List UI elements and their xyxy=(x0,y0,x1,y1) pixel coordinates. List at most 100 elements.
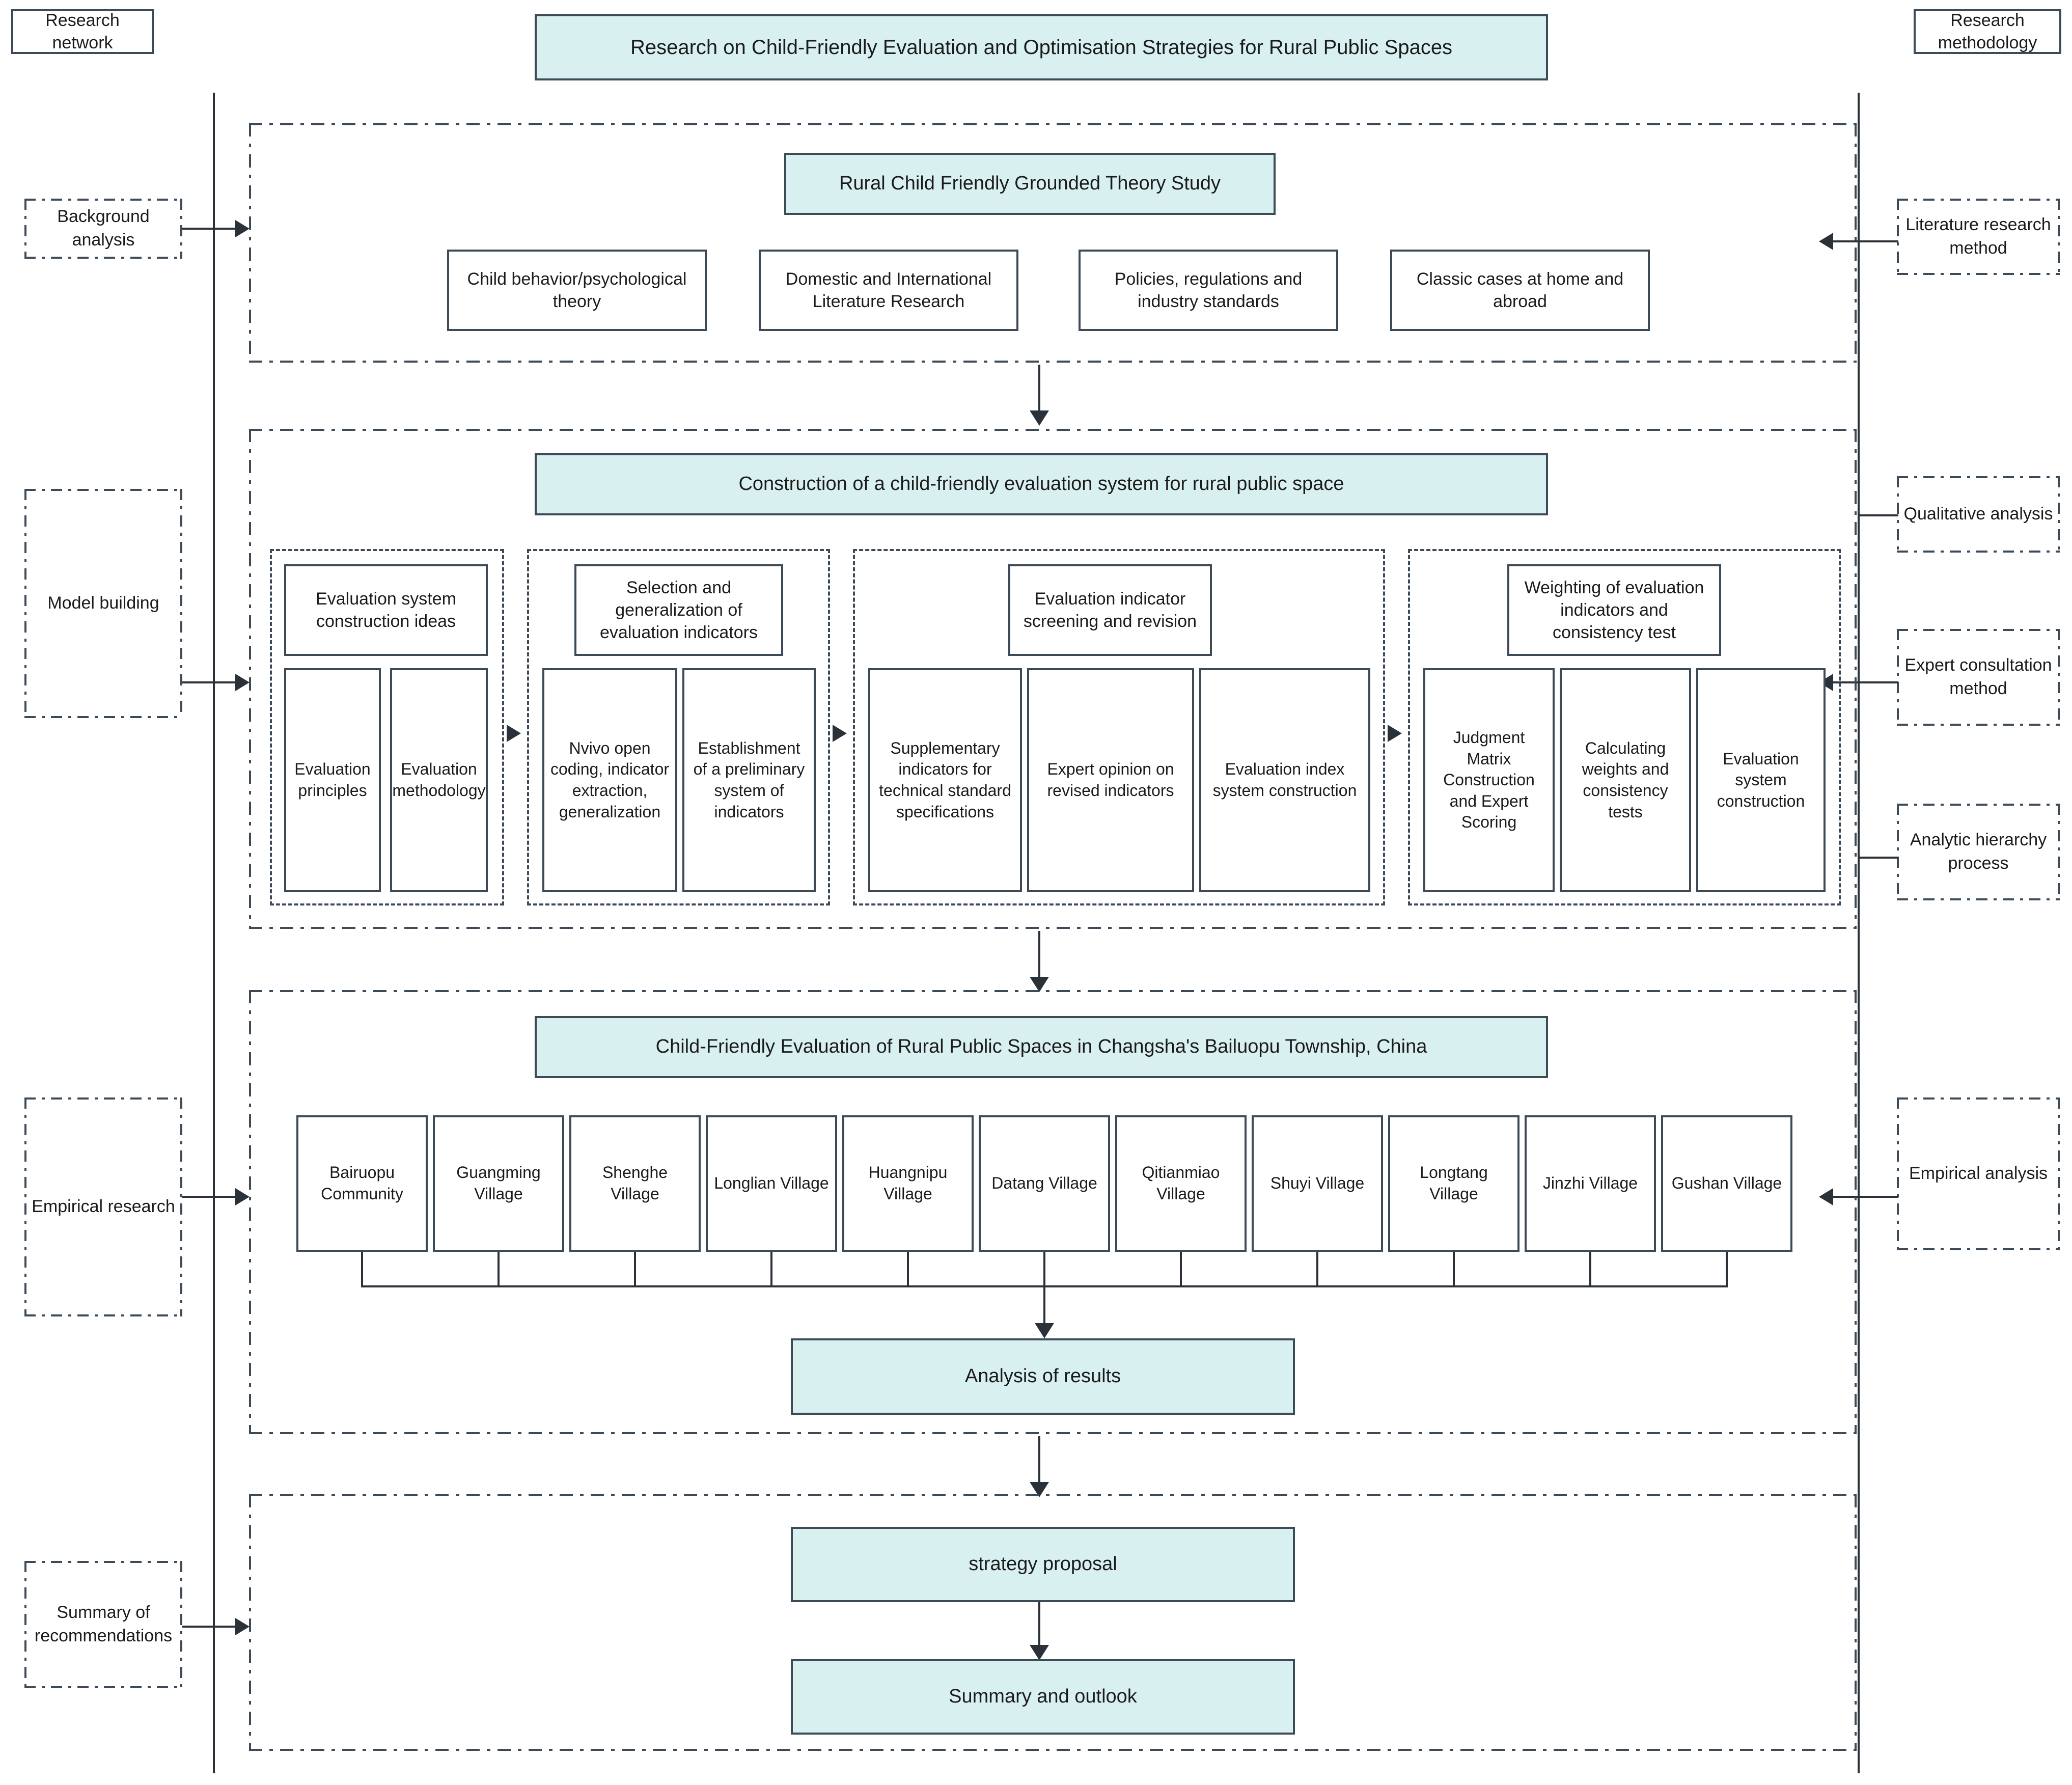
left-rail-item-summary-of-recommendations[interactable]: Summary of recommendations xyxy=(24,1561,182,1688)
node-child-behavior-theory[interactable]: Child behavior/psychological theory xyxy=(447,250,707,331)
site-stem xyxy=(1453,1252,1455,1287)
flow-line-4 xyxy=(1038,1602,1040,1653)
node-evaluation-system-construction[interactable]: Evaluation system construction xyxy=(1696,668,1826,892)
right-rail-item-literature-research-method[interactable]: Literature research method xyxy=(1897,199,2060,275)
site-box-guangming-village[interactable]: Guangming Village xyxy=(433,1115,564,1252)
site-box-jinzhi-village[interactable]: Jinzhi Village xyxy=(1525,1115,1656,1252)
left-rail-header: Research network xyxy=(11,9,154,54)
connector-left-2 xyxy=(182,681,238,683)
site-box-datang-village[interactable]: Datang Village xyxy=(979,1115,1110,1252)
site-box-qitianmiao-village[interactable]: Qitianmiao Village xyxy=(1115,1115,1247,1252)
node-calculating-weights[interactable]: Calculating weights and consistency test… xyxy=(1560,668,1691,892)
connector-left-1 xyxy=(182,228,238,230)
group-title-label: Evaluation system construction ideas xyxy=(316,589,456,631)
node-label: Judgment Matrix Construction and Expert … xyxy=(1443,728,1535,832)
right-rail-item-qualitative-analysis[interactable]: Qualitative analysis xyxy=(1897,476,2060,553)
right-rail-item-label: Empirical analysis xyxy=(1909,1164,2048,1184)
node-analysis-of-results[interactable]: Analysis of results xyxy=(791,1338,1295,1415)
site-stem xyxy=(1180,1252,1182,1287)
flow-line-3 xyxy=(1038,1436,1040,1487)
site-stem xyxy=(361,1252,363,1287)
left-rail-item-empirical-research[interactable]: Empirical research xyxy=(24,1097,182,1316)
group-evaluation-system-ideas xyxy=(270,549,504,905)
connector-right-5 xyxy=(1833,1196,1898,1198)
right-rail-item-expert-consultation-method[interactable]: Expert consultation method xyxy=(1897,629,2060,726)
node-label: Domestic and International Literature Re… xyxy=(785,269,992,311)
main-title: Research on Child-Friendly Evaluation an… xyxy=(535,14,1548,80)
site-label: Huangnipu Village xyxy=(868,1163,948,1203)
node-nvivo-open-coding[interactable]: Nvivo open coding, indicator extraction,… xyxy=(542,668,677,892)
group-indicator-screening xyxy=(853,549,1385,905)
node-evaluation-principles[interactable]: Evaluation principles xyxy=(284,668,381,892)
site-stem xyxy=(1589,1252,1591,1287)
left-rail-item-model-building[interactable]: Model building xyxy=(24,489,182,718)
group-title-label: Selection and generalization of evaluati… xyxy=(600,578,758,643)
site-label: Shuyi Village xyxy=(1270,1174,1365,1193)
node-supplementary-indicators[interactable]: Supplementary indicators for technical s… xyxy=(868,668,1022,892)
right-rail-item-empirical-analysis[interactable]: Empirical analysis xyxy=(1897,1097,2060,1250)
arrow-left-2 xyxy=(235,674,250,691)
section-header-label: Construction of a child-friendly evaluat… xyxy=(738,473,1344,495)
right-rail-item-analytic-hierarchy-process[interactable]: Analytic hierarchy process xyxy=(1897,804,2060,900)
node-summary-and-outlook[interactable]: Summary and outlook xyxy=(791,1659,1295,1735)
section-evaluation-system-header: Construction of a child-friendly evaluat… xyxy=(535,453,1548,515)
flow-line-2 xyxy=(1038,931,1040,982)
site-box-shuyi-village[interactable]: Shuyi Village xyxy=(1252,1115,1383,1252)
node-policies-regulations[interactable]: Policies, regulations and industry stand… xyxy=(1079,250,1338,331)
site-box-shenghe-village[interactable]: Shenghe Village xyxy=(569,1115,701,1252)
group-title-selection-generalization: Selection and generalization of evaluati… xyxy=(574,564,783,656)
site-label: Longtang Village xyxy=(1420,1163,1488,1203)
left-rail-item-label: Empirical research xyxy=(32,1197,175,1217)
right-rail-item-label: Literature research method xyxy=(1905,215,2051,258)
main-title-label: Research on Child-Friendly Evaluation an… xyxy=(630,36,1453,59)
arrow-left-4 xyxy=(235,1618,250,1635)
group-arrow-2 xyxy=(833,725,847,742)
left-rail-item-label: Summary of recommendations xyxy=(34,1603,173,1645)
group-selection-generalization xyxy=(527,549,830,905)
node-literature-research[interactable]: Domestic and International Literature Re… xyxy=(759,250,1018,331)
site-label: Qitianmiao Village xyxy=(1142,1163,1220,1203)
site-box-longlian-village[interactable]: Longlian Village xyxy=(706,1115,837,1252)
site-box-bairuopu-community[interactable]: Bairuopu Community xyxy=(296,1115,428,1252)
site-label: Datang Village xyxy=(991,1174,1097,1193)
group-title-label: Weighting of evaluation indicators and c… xyxy=(1524,578,1704,643)
site-box-gushan-village[interactable]: Gushan Village xyxy=(1661,1115,1792,1252)
group-title-weighting-consistency: Weighting of evaluation indicators and c… xyxy=(1507,564,1721,656)
left-rail-item-label: Background analysis xyxy=(57,207,150,250)
connector-right-1 xyxy=(1833,240,1898,242)
node-label: Policies, regulations and industry stand… xyxy=(1114,269,1303,311)
group-arrow-1 xyxy=(507,725,521,742)
right-rail-header: Research methodology xyxy=(1914,9,2061,54)
node-evaluation-methodology[interactable]: Evaluation methodology xyxy=(390,668,488,892)
site-label: Bairuopu Community xyxy=(321,1163,403,1203)
site-label: Gushan Village xyxy=(1671,1174,1782,1193)
node-classic-cases[interactable]: Classic cases at home and abroad xyxy=(1390,250,1650,331)
flow-line-1 xyxy=(1038,365,1040,416)
section-header-label: Rural Child Friendly Grounded Theory Stu… xyxy=(839,173,1221,195)
flow-arrow-2 xyxy=(1030,977,1049,992)
left-rail-item-background-analysis[interactable]: Background analysis xyxy=(24,199,182,259)
site-stem xyxy=(634,1252,636,1287)
site-box-longtang-village[interactable]: Longtang Village xyxy=(1388,1115,1520,1252)
site-stem xyxy=(770,1252,772,1287)
node-preliminary-indicator-system[interactable]: Establishment of a preliminary system of… xyxy=(682,668,816,892)
node-strategy-proposal[interactable]: strategy proposal xyxy=(791,1527,1295,1602)
section-empirical-header: Child-Friendly Evaluation of Rural Publi… xyxy=(535,1016,1548,1078)
node-expert-opinion-revised[interactable]: Expert opinion on revised indicators xyxy=(1027,668,1194,892)
node-label: Evaluation index system construction xyxy=(1212,760,1357,800)
connector-right-3 xyxy=(1833,681,1898,683)
site-stem xyxy=(907,1252,909,1287)
site-box-huangnipu-village[interactable]: Huangnipu Village xyxy=(842,1115,974,1252)
node-label: Summary and outlook xyxy=(949,1686,1137,1708)
right-rail-item-label: Analytic hierarchy process xyxy=(1910,830,2047,873)
site-label: Longlian Village xyxy=(714,1174,829,1193)
node-label: Calculating weights and consistency test… xyxy=(1582,738,1669,821)
site-label: Shenghe Village xyxy=(602,1163,668,1203)
node-evaluation-index-construction[interactable]: Evaluation index system construction xyxy=(1199,668,1370,892)
group-arrow-3 xyxy=(1388,725,1402,742)
left-rail-header-label: Research network xyxy=(45,10,120,52)
flow-arrow-1 xyxy=(1030,410,1049,426)
left-spine xyxy=(213,93,215,1773)
node-judgment-matrix[interactable]: Judgment Matrix Construction and Expert … xyxy=(1423,668,1555,892)
